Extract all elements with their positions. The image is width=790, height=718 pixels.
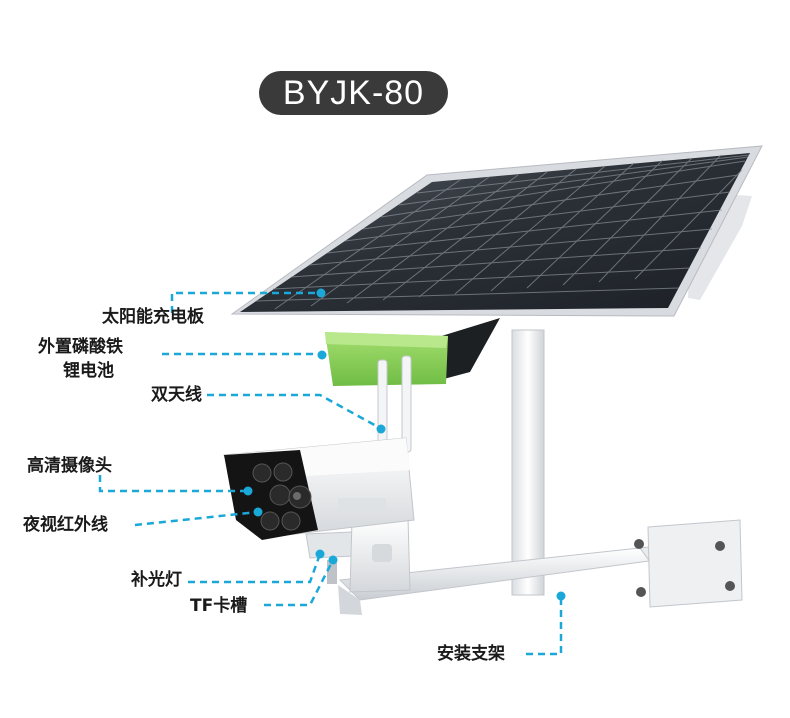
leader-dot-battery <box>317 350 327 360</box>
label-battery-line2: 锂电池 <box>63 361 114 381</box>
leader-hd-camera <box>98 475 248 493</box>
leader-fill-light <box>188 553 322 584</box>
wall-plate <box>634 519 743 608</box>
label-mount-bracket: 安装支架 <box>437 644 505 664</box>
leader-dot-ir <box>253 507 263 517</box>
leader-solar-panel <box>170 291 321 313</box>
leader-lines <box>98 291 563 656</box>
label-solar-panel: 太阳能充电板 <box>102 307 204 327</box>
label-night-ir: 夜视红外线 <box>23 515 108 535</box>
mount-pole <box>511 329 545 596</box>
label-hd-camera: 高清摄像头 <box>27 456 112 476</box>
label-fill-light: 补光灯 <box>131 570 182 590</box>
leader-dot-fill <box>315 549 325 559</box>
leader-dots <box>243 288 566 601</box>
leader-night-ir <box>134 510 259 527</box>
label-battery-line1: 外置磷酸铁 <box>38 337 123 357</box>
label-tf-slot: TF卡槽 <box>190 596 248 616</box>
leader-mount <box>526 596 563 656</box>
leader-dot-antenna <box>376 424 386 434</box>
leader-dot-tf <box>328 555 338 565</box>
solar-panel <box>230 145 763 317</box>
leader-tf-slot <box>264 559 335 607</box>
leader-dot-mount <box>556 591 566 601</box>
label-antenna: 双天线 <box>151 385 202 405</box>
leader-dot-solar <box>316 288 326 298</box>
battery-box <box>325 332 448 386</box>
leader-antenna <box>207 393 381 430</box>
model-badge: BYJK-80 <box>259 71 448 115</box>
leader-dot-camera <box>243 486 253 496</box>
camera <box>223 437 415 540</box>
camera-mount <box>305 517 411 593</box>
